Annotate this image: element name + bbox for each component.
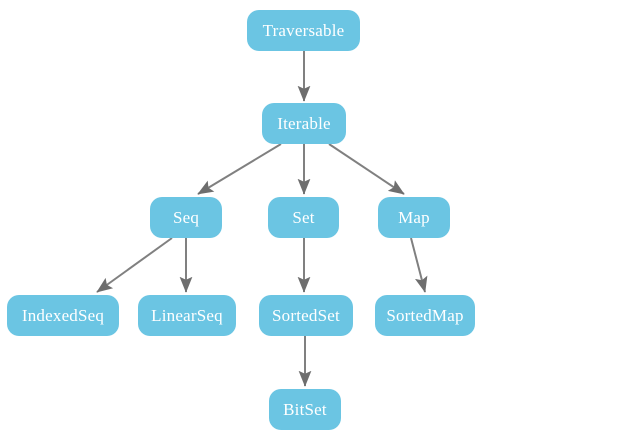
node-bitset[interactable]: BitSet [269, 389, 341, 430]
node-indexedseq[interactable]: IndexedSeq [7, 295, 119, 336]
node-map[interactable]: Map [378, 197, 450, 238]
node-label-seq: Seq [172, 208, 200, 227]
node-label-iterable: Iterable [277, 114, 331, 133]
node-traversable[interactable]: Traversable [247, 10, 360, 51]
edge-iterable-to-seq [197, 143, 282, 195]
edge-iterable-to-map [328, 143, 405, 195]
node-label-sortedset: SortedSet [272, 306, 340, 325]
node-seq[interactable]: Seq [150, 197, 222, 238]
node-label-set: Set [292, 208, 315, 227]
edge-map-to-sortedmap [410, 237, 428, 293]
node-sortedset[interactable]: SortedSet [259, 295, 353, 336]
edge-seq-to-indexedseq [96, 237, 173, 293]
node-label-map: Map [398, 208, 430, 227]
node-linearseq[interactable]: LinearSeq [138, 295, 236, 336]
node-label-linearseq: LinearSeq [151, 306, 223, 325]
node-iterable[interactable]: Iterable [262, 103, 346, 144]
node-label-traversable: Traversable [262, 21, 345, 40]
node-sortedmap[interactable]: SortedMap [375, 295, 475, 336]
node-label-sortedmap: SortedMap [386, 306, 464, 325]
node-label-indexedseq: IndexedSeq [21, 306, 105, 325]
node-label-bitset: BitSet [283, 400, 327, 419]
edges-group [96, 51, 428, 387]
node-set[interactable]: Set [268, 197, 339, 238]
